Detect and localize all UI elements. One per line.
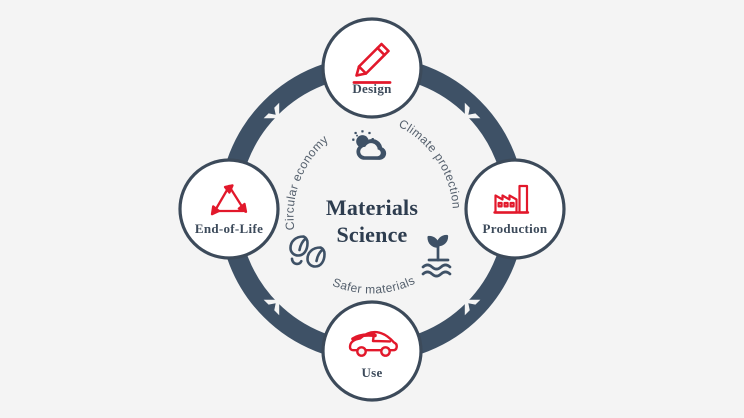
sun-cloud-icon (352, 130, 387, 160)
node-end-of-life[interactable]: End-of-Life (178, 158, 280, 260)
svg-text:Safer materials: Safer materials (331, 273, 418, 296)
sprout-water-icon (421, 234, 452, 278)
recycle-triangle-icon (210, 184, 248, 216)
car-icon (348, 330, 398, 357)
node-end-of-life-label: End-of-Life (195, 221, 263, 236)
node-use-label: Use (361, 365, 382, 380)
node-production-label: Production (483, 221, 548, 236)
pencil-icon (352, 42, 392, 84)
arc-label-circular-economy: Circular economy (282, 132, 330, 231)
center-title-line2: Science (336, 222, 407, 247)
leaves-icon (289, 235, 326, 268)
arc-label-safer-materials: Safer materials (331, 273, 418, 296)
factory-icon (493, 184, 530, 214)
node-production[interactable]: Production (464, 158, 566, 260)
svg-text:Circular economy: Circular economy (282, 132, 330, 231)
node-design-label: Design (352, 81, 392, 96)
arc-label-safer-materials-text: Safer materials (331, 273, 417, 296)
center-title-line1: Materials (326, 195, 418, 220)
node-use[interactable]: Use (321, 300, 423, 402)
arc-label-circular-economy-text: Circular economy (282, 132, 330, 231)
node-design[interactable]: Design (321, 17, 423, 119)
center-title: Materials Science (326, 195, 418, 247)
